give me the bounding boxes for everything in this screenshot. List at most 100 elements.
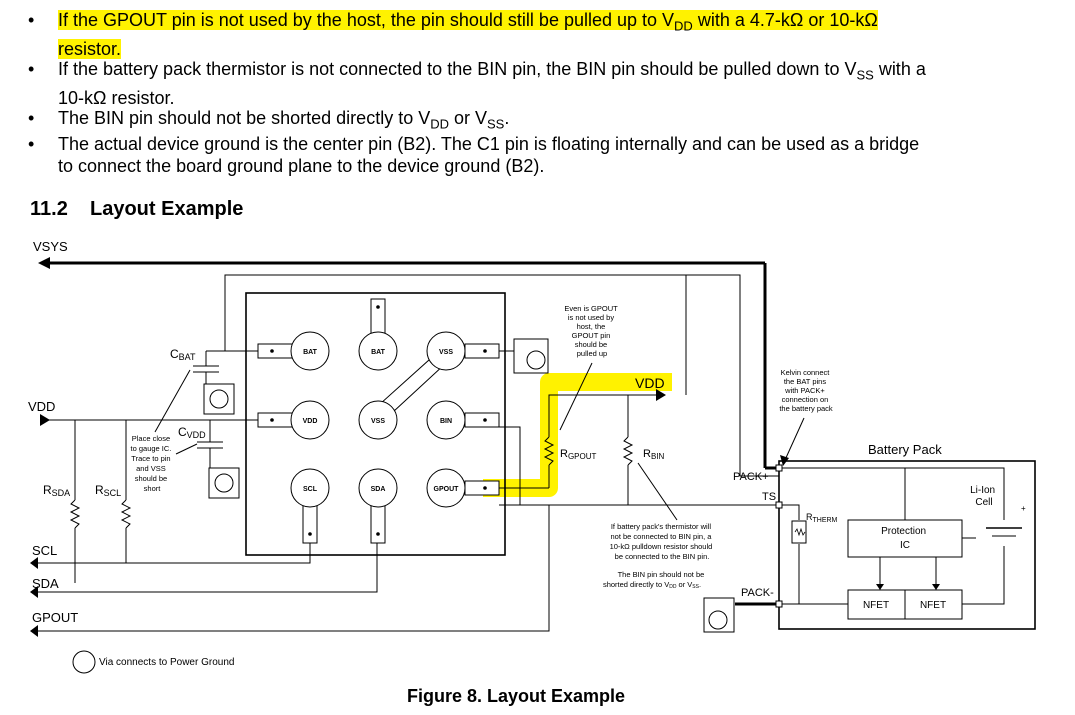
ts-label: TS: [762, 491, 776, 503]
battery-pack-title: Battery Pack: [868, 442, 942, 457]
pad-scl: [290, 468, 330, 508]
pack-minus-label: PACK-: [741, 587, 774, 599]
pad-bin: [426, 400, 466, 440]
rbin-resistor: [622, 436, 634, 466]
bullet-gpout: • If the GPOUT pin is not used by the ho…: [28, 9, 1048, 60]
bullet-dot: •: [28, 59, 35, 79]
figure-caption: Figure 8. Layout Example: [407, 686, 626, 706]
pad-bat-2: [358, 331, 398, 371]
ic-outline: [245, 292, 506, 556]
gpout-note: Even is GPOUT is not used by host, the G…: [564, 304, 619, 358]
rgpout-label: RGPOUT: [560, 448, 597, 461]
rsda-label: RSDA: [43, 483, 70, 498]
vdd-arrow: [40, 414, 50, 426]
rsda-resistor: [69, 499, 81, 529]
top-loop-trace: [224, 274, 779, 477]
rtherm-resistor: [791, 520, 807, 544]
place-close-leader-2: [175, 443, 198, 455]
bullet-sub: DD: [674, 18, 693, 34]
protection-ic-label: Protection IC: [881, 526, 929, 551]
sda-arrow: [30, 586, 38, 598]
via-legend-label: Via connects to Power Ground: [99, 657, 234, 668]
bullet-text: or V: [449, 108, 488, 128]
gpout-label: GPOUT: [32, 610, 78, 625]
bullet-bin-short: • The BIN pin should not be shorted dire…: [28, 107, 1048, 136]
thermistor-note: If battery pack's thermistor will not be…: [610, 522, 715, 561]
thermistor-note-leader: [637, 462, 678, 521]
bus-rails: [38, 505, 550, 632]
pad-label-gpout: GPOUT: [434, 486, 460, 493]
pad-vss-2: [358, 400, 398, 440]
nfet-2-label: NFET: [920, 600, 946, 611]
bullet-dot: •: [28, 10, 35, 30]
cbat-capacitor: [193, 350, 287, 415]
bullet-text: The actual device ground is the center p…: [58, 134, 920, 154]
pad-label-vdd: VDD: [303, 418, 318, 425]
nfet-arrow-2: [932, 584, 940, 590]
gpout-note-leader: [559, 362, 593, 431]
rtherm-zigzag: [794, 527, 806, 537]
pad-gpout: [426, 468, 466, 508]
pack-plus-label: PACK+: [733, 471, 769, 483]
pad-label-vss2: VSS: [371, 418, 385, 425]
pad-stubs: [257, 298, 500, 544]
bullet-ground: • The actual device ground is the center…: [28, 133, 1048, 177]
bullet-text: The BIN pin should not be shorted direct…: [58, 108, 431, 128]
bullet-text: 10-kΩ resistor.: [58, 87, 175, 108]
pad-labels: BAT BAT VSS VDD VSS BIN SCL SDA GPOUT: [303, 349, 460, 493]
pad-label-bat1: BAT: [303, 349, 318, 356]
pad-label-scl: SCL: [303, 486, 318, 493]
rbin-label: RBIN: [643, 448, 665, 461]
cell-plus-label: +: [1021, 504, 1026, 513]
rtherm-label: RTHERM: [806, 512, 838, 524]
place-close-note: Place close to gauge IC. Trace to pin an…: [131, 434, 174, 493]
cvdd-label: CVDD: [178, 425, 206, 440]
bullet-text: .: [504, 108, 510, 128]
vdd-right-arrow: [656, 389, 666, 401]
bullet-dot: •: [28, 108, 35, 128]
gpout-arrow: [30, 625, 38, 637]
pack-minus-trace: [703, 597, 779, 633]
pad-label-bat2: BAT: [371, 349, 386, 356]
pad-bat-1: [290, 331, 330, 371]
pad-vss-1: [426, 331, 466, 371]
rscl-label: RSCL: [95, 483, 121, 498]
cvdd-capacitor: [197, 420, 240, 499]
vsys-label: VSYS: [33, 239, 68, 254]
bullet-text: resistor.: [58, 38, 122, 59]
section-number: 11.2: [30, 198, 68, 220]
li-ion-cell-label: Li-Ion Cell: [970, 485, 998, 508]
pad-label-bin: BIN: [440, 418, 452, 425]
li-ion-cell: [986, 527, 1022, 537]
pad-label-vss1: VSS: [439, 349, 453, 356]
bullet-sub: SS: [856, 67, 874, 83]
kelvin-note: Kelvin connect the BAT pins with PACK+ c…: [779, 368, 833, 413]
vsys-rail: [38, 257, 779, 470]
kelvin-note-leader: [784, 417, 805, 461]
bullet-thermistor: • If the battery pack thermistor is not …: [28, 58, 1048, 109]
pad-label-sda: SDA: [371, 486, 386, 493]
vdd-right-label: VDD: [635, 375, 665, 391]
via-dots: [270, 305, 487, 536]
sda-label: SDA: [32, 576, 59, 591]
vss-via: [499, 338, 549, 374]
battery-internal-wiring: [782, 467, 1005, 605]
bullet-sub: DD: [430, 116, 449, 132]
bullet-text: If the GPOUT pin is not used by the host…: [58, 10, 675, 30]
bullet-text: with a 4.7-kΩ or 10-kΩ: [692, 10, 878, 30]
bullet-sub: SS: [487, 116, 505, 132]
rscl-resistor: [120, 499, 132, 529]
bullet-text: to connect the board ground plane to the…: [58, 156, 545, 176]
bullet-text: with a: [873, 59, 926, 79]
bin-short-note: The BIN pin should not be shorted direct…: [603, 570, 706, 590]
rgpout-resistor: [543, 436, 555, 466]
pad-sda: [358, 468, 398, 508]
nfet-arrow-1: [876, 584, 884, 590]
pad-vdd: [290, 400, 330, 440]
scl-label: SCL: [32, 543, 57, 558]
ic-pads: [290, 331, 466, 508]
scl-arrow: [30, 557, 38, 569]
place-close-leader-1: [154, 369, 191, 433]
